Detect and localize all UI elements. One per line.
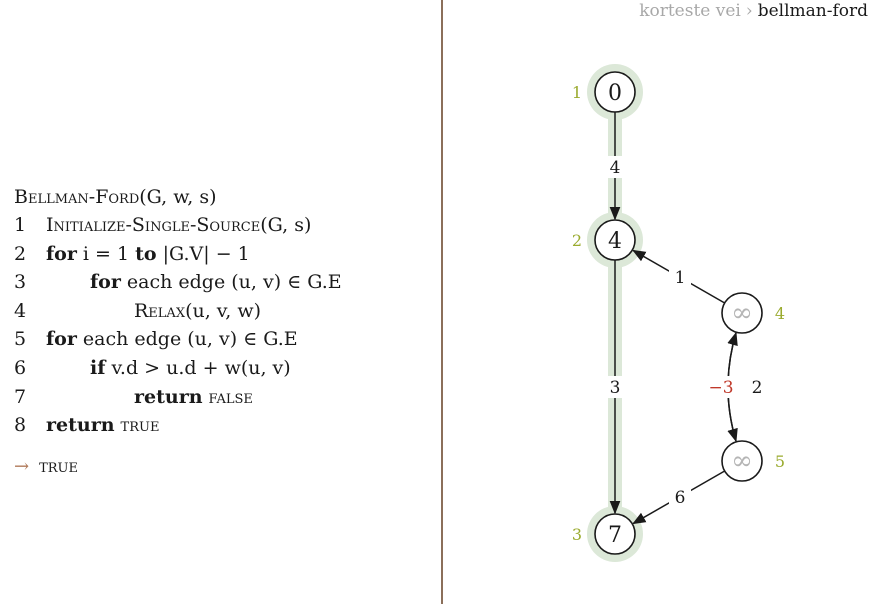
keyword: return <box>46 414 115 437</box>
procedure-name: Initialize-Single-Source <box>46 214 261 236</box>
edges: 4 3 1 2 −3 6 <box>604 112 768 525</box>
edge-label-bg <box>669 486 691 508</box>
node-index: 4 <box>775 304 785 323</box>
algorithm-signature: Bellman-Ford(G, w, s) <box>14 183 434 211</box>
keyword: for <box>46 242 77 265</box>
edge-label-bg <box>746 376 768 398</box>
keyword: for <box>46 328 77 351</box>
pseudocode: Bellman-Ford(G, w, s) 1 Initialize-Single… <box>14 183 434 440</box>
pseudocode-line-7: 7 return false <box>14 383 434 412</box>
graph-node-5[interactable]: ∞5 <box>721 440 785 482</box>
node-distance: 0 <box>608 81 622 106</box>
pseudocode-line-8: 8 return true <box>14 411 434 440</box>
node-circle <box>721 440 763 482</box>
algorithm-name: Bellman-Ford <box>14 186 140 208</box>
pseudocode-line-4: 4 Relax(u, v, w) <box>14 297 434 326</box>
line-number: 4 <box>14 299 27 322</box>
edge-weight-n1-n2: 4 <box>610 158 621 178</box>
node-circle <box>594 71 636 113</box>
edge-weight-n5-n4: −3 <box>708 378 733 398</box>
line-number: 7 <box>14 385 27 408</box>
procedure-name: false <box>202 385 253 408</box>
node-distance: 4 <box>608 229 622 254</box>
breadcrumb-parent[interactable]: korteste vei <box>639 1 741 21</box>
edge-label-bg <box>604 376 626 398</box>
edge-weight-n2-n3: 3 <box>610 378 621 398</box>
edge-label-bg <box>669 266 691 288</box>
node-circle <box>594 219 636 261</box>
node-index: 2 <box>572 231 582 250</box>
graph-node-4[interactable]: ∞4 <box>721 292 785 334</box>
code-text: each edge (u, v) ∈ G.E <box>120 271 342 294</box>
line-number: 8 <box>14 414 27 437</box>
pseudocode-line-3: 3 for each edge (u, v) ∈ G.E <box>14 268 434 297</box>
code-text: each edge (u, v) ∈ G.E <box>76 328 298 351</box>
result-arrow: → <box>14 456 30 477</box>
edge-label-bg <box>604 156 626 178</box>
breadcrumb: korteste vei›bellman-ford <box>639 0 868 24</box>
code-text: (u, v, w) <box>185 299 262 322</box>
node-distance: ∞ <box>731 446 753 476</box>
code-text: |G.V| − 1 <box>156 242 250 265</box>
code-text: v.d > u.d + w(u, v) <box>105 356 291 379</box>
graph-node-3[interactable]: 73 <box>572 513 636 555</box>
breadcrumb-separator: › <box>745 1 753 21</box>
node-distance: ∞ <box>731 298 753 328</box>
code-text: i = 1 <box>76 242 136 265</box>
pseudocode-lines: 1 Initialize-Single-Source(G, s) 2 for i = … <box>14 211 434 440</box>
result-value: true <box>39 456 78 477</box>
pseudocode-line-2: 2 for i = 1 to |G.V| − 1 <box>14 240 434 269</box>
edge-label-bg <box>710 376 732 398</box>
procedure-name: true <box>114 414 160 437</box>
node-circle <box>594 513 636 555</box>
line-number: 6 <box>14 356 27 379</box>
node-index: 1 <box>572 83 582 102</box>
procedure-name: Relax <box>134 299 186 322</box>
breadcrumb-current: bellman-ford <box>757 1 868 21</box>
keyword: for <box>90 271 121 294</box>
pseudocode-line-1: 1 Initialize-Single-Source(G, s) <box>14 211 434 240</box>
line-number: 1 <box>14 214 27 236</box>
algorithm-params: (G, w, s) <box>139 186 217 208</box>
pseudocode-line-6: 6 if v.d > u.d + w(u, v) <box>14 354 434 383</box>
edge-weight-n4-n5: 2 <box>752 378 763 398</box>
panel-divider <box>441 0 443 604</box>
pseudocode-line-5: 5 for each edge (u, v) ∈ G.E <box>14 325 434 354</box>
edge-weight-n4-n2: 1 <box>675 268 686 288</box>
keyword: to <box>135 242 157 265</box>
line-number: 5 <box>14 328 27 351</box>
node-index: 3 <box>572 525 582 544</box>
graph-node-1[interactable]: 01 <box>572 71 636 113</box>
edge-weight-n5-n3: 6 <box>675 488 686 508</box>
keyword: return <box>134 385 203 408</box>
keyword: if <box>90 356 106 379</box>
node-distance: 7 <box>608 523 622 548</box>
node-circle <box>721 292 763 334</box>
result-line: → true <box>14 455 78 479</box>
code-text: (G, s) <box>260 214 312 236</box>
graph-node-2[interactable]: 42 <box>572 219 636 261</box>
node-index: 5 <box>775 452 785 471</box>
line-number: 3 <box>14 271 27 294</box>
line-number: 2 <box>14 242 27 265</box>
